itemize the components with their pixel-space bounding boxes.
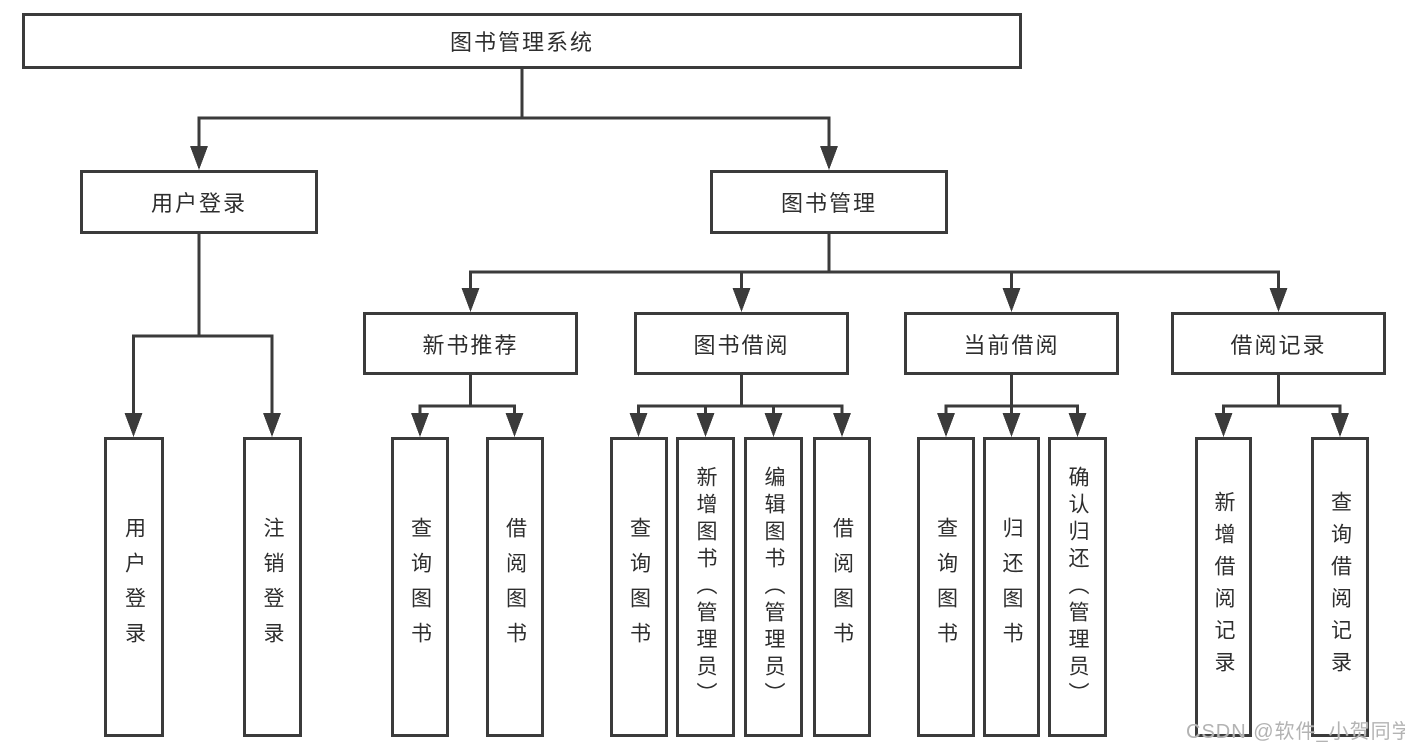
arrow-head-icon bbox=[937, 413, 955, 437]
node-user-login: 用户登录 bbox=[80, 170, 318, 234]
leaf-label: 查询图书 bbox=[627, 517, 651, 657]
arrow-head-icon bbox=[263, 413, 281, 437]
leaf-label: 确认归还（管理员） bbox=[1066, 465, 1089, 709]
leaf-query-book-borrow: 查询图书 bbox=[610, 437, 668, 737]
connector-root-to-level2 bbox=[190, 68, 838, 170]
leaf-confirm-return-admin: 确认归还（管理员） bbox=[1048, 437, 1107, 737]
arrow-head-icon bbox=[1269, 288, 1288, 312]
arrow-head-icon bbox=[629, 413, 648, 437]
arrow-head-icon bbox=[411, 413, 429, 437]
connector-book-borrow-group bbox=[629, 375, 851, 437]
leaf-label: 归还图书 bbox=[1000, 517, 1023, 657]
connector-book-mgmt-to-level3 bbox=[461, 234, 1288, 312]
leaf-return-book: 归还图书 bbox=[983, 437, 1040, 737]
node-current-borrowing: 当前借阅 bbox=[904, 312, 1119, 375]
leaf-label: 查询图书 bbox=[934, 517, 958, 657]
leaf-query-book-current: 查询图书 bbox=[917, 437, 975, 737]
arrow-head-icon bbox=[1002, 288, 1021, 312]
leaf-query-borrow-record: 查询借阅记录 bbox=[1311, 437, 1369, 737]
arrow-head-icon bbox=[1331, 413, 1349, 437]
arrow-head-icon bbox=[696, 413, 715, 437]
arrow-head-icon bbox=[461, 288, 480, 312]
connector-user-login-group bbox=[124, 234, 281, 437]
leaf-logout: 注销登录 bbox=[243, 437, 302, 737]
leaf-label: 新增图书（管理员） bbox=[694, 465, 717, 709]
node-book-management: 图书管理 bbox=[710, 170, 948, 234]
arrow-head-icon bbox=[190, 146, 208, 170]
leaf-edit-book-admin: 编辑图书（管理员） bbox=[744, 437, 803, 737]
arrow-head-icon bbox=[1068, 413, 1087, 437]
leaf-label: 查询图书 bbox=[408, 517, 432, 657]
arrow-head-icon bbox=[505, 413, 524, 437]
leaf-label: 新增借阅记录 bbox=[1212, 491, 1235, 683]
watermark: CSDN @软件_小贺同学 bbox=[1186, 721, 1405, 743]
arrow-head-icon bbox=[764, 413, 783, 437]
arrow-head-icon bbox=[820, 146, 838, 170]
leaf-add-borrow-record: 新增借阅记录 bbox=[1195, 437, 1252, 737]
connector-current-borrow-group bbox=[937, 375, 1087, 437]
connector-new-book-group bbox=[411, 375, 524, 437]
leaf-label: 注销登录 bbox=[261, 517, 284, 657]
node-new-book-recommendation: 新书推荐 bbox=[363, 312, 578, 375]
node-borrowing-records: 借阅记录 bbox=[1171, 312, 1386, 375]
leaf-query-book-newbook: 查询图书 bbox=[391, 437, 449, 737]
arrow-head-icon bbox=[1002, 413, 1021, 437]
leaf-label: 编辑图书（管理员） bbox=[762, 465, 785, 709]
arrow-head-icon bbox=[124, 413, 143, 437]
leaf-label: 借阅图书 bbox=[503, 517, 527, 657]
node-book-borrowing: 图书借阅 bbox=[634, 312, 849, 375]
arrow-head-icon bbox=[732, 288, 751, 312]
leaf-add-book-admin: 新增图书（管理员） bbox=[676, 437, 735, 737]
leaf-label: 借阅图书 bbox=[830, 517, 854, 657]
node-library-system: 图书管理系统 bbox=[22, 13, 1022, 69]
leaf-user-login: 用户登录 bbox=[104, 437, 164, 737]
connector-borrow-record-group bbox=[1214, 375, 1349, 437]
leaf-label: 用户登录 bbox=[122, 517, 146, 657]
leaf-borrow-book-borrow: 借阅图书 bbox=[813, 437, 871, 737]
arrow-head-icon bbox=[1214, 413, 1233, 437]
leaf-label: 查询借阅记录 bbox=[1328, 491, 1352, 683]
leaf-borrow-book-newbook: 借阅图书 bbox=[486, 437, 544, 737]
arrow-head-icon bbox=[833, 413, 851, 437]
